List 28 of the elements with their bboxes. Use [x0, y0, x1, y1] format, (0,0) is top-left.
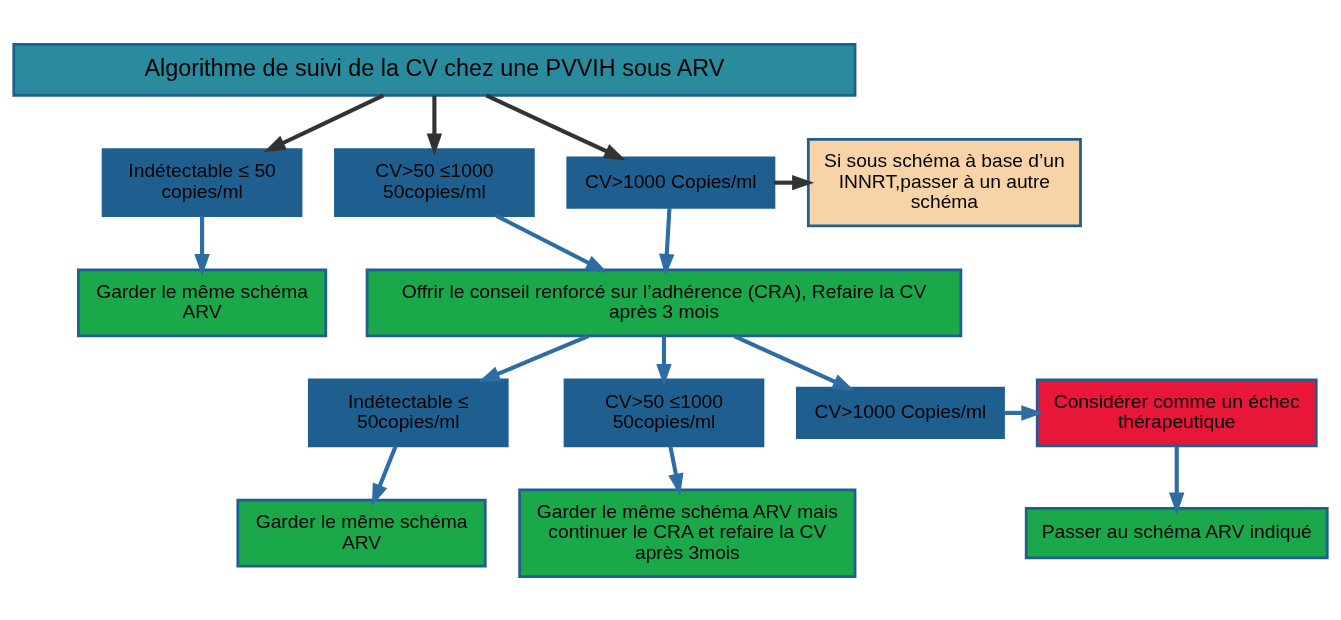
node-box: Garder le même schéma ARV — [77, 268, 328, 337]
node-box: CV>1000 Copies/ml — [566, 156, 776, 209]
node-box: Si sous schéma à base d’un INNRT,passer à un autre schéma — [806, 137, 1082, 227]
node-box: CV>50 ≤1000 50copies/ml — [334, 147, 535, 217]
arrow — [668, 445, 684, 496]
arrow — [733, 333, 855, 391]
arrow — [194, 215, 210, 276]
node-box: Indétectable ≤ 50 copies/ml — [101, 147, 303, 217]
node-box: Algorithme de suivi de la CV chez une PVVIH sous ARV — [12, 42, 857, 97]
arrow — [1004, 404, 1044, 421]
arrow — [263, 93, 385, 152]
node-box: Passer au schéma ARV indiqué — [1024, 506, 1329, 559]
arrow — [426, 95, 443, 156]
arrow — [773, 174, 815, 190]
arrow — [485, 93, 626, 160]
node-box: Indétectable ≤ 50copies/ml — [307, 378, 509, 447]
node-box: CV>1000 Copies/ml — [795, 386, 1005, 439]
arrow — [371, 445, 398, 506]
node-box: Considérer comme un échec thérapeutique — [1035, 378, 1318, 447]
arrow — [495, 213, 608, 273]
node-box: CV>50 ≤1000 50copies/ml — [563, 378, 765, 447]
node-box: Garder le même schéma ARV mais continuer le CRA et refaire la CV après 3mois — [518, 488, 857, 578]
arrow — [659, 207, 675, 276]
arrow — [1169, 445, 1185, 515]
node-box: Offrir le conseil renforcé sur l’adhérence (CRA), Refaire la CV après 3 mois — [365, 268, 963, 337]
node-box: Garder le même schéma ARV — [236, 498, 487, 568]
arrow — [478, 333, 590, 382]
arrow — [656, 336, 672, 386]
